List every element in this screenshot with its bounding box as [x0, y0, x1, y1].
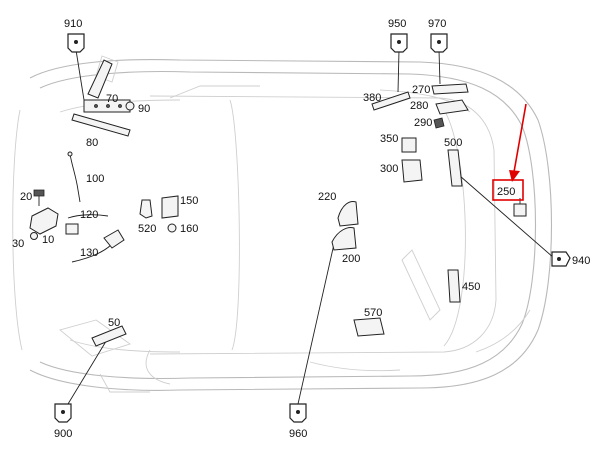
tag-900: [54, 403, 72, 423]
part-30: [30, 232, 38, 240]
parts: [29, 59, 527, 347]
callout-910: 910: [64, 18, 82, 30]
part-350: [401, 137, 417, 153]
callout-20: 20: [20, 191, 32, 203]
callout-10: 10: [42, 234, 54, 246]
part-280: [435, 99, 469, 115]
callout-90: 90: [138, 103, 150, 115]
callout-500: 500: [444, 137, 462, 149]
tag-910: [67, 33, 85, 53]
callout-900: 900: [54, 428, 72, 440]
leader-lines: [67, 49, 555, 405]
callout-280: 280: [410, 100, 428, 112]
tag-940: [551, 251, 571, 267]
part-50: [91, 325, 127, 347]
part-120-plug: [65, 223, 79, 235]
callout-250: 250: [497, 186, 515, 198]
callout-130: 130: [80, 247, 98, 259]
part-570: [353, 317, 385, 337]
part-90: [125, 101, 135, 111]
part-10: [29, 207, 59, 235]
part-200: [331, 227, 357, 251]
part-150: [161, 195, 179, 219]
callout-70: 70: [106, 93, 118, 105]
callout-50: 50: [108, 317, 120, 329]
callout-200: 200: [342, 253, 360, 265]
connector-tags: [54, 33, 571, 423]
part-500: [447, 149, 463, 187]
callout-960: 960: [289, 428, 307, 440]
callout-120: 120: [80, 209, 98, 221]
callout-290: 290: [414, 117, 432, 129]
part-160: [167, 223, 177, 233]
callout-570: 570: [364, 307, 382, 319]
callout-80: 80: [86, 137, 98, 149]
callout-30: 30: [12, 238, 24, 250]
callout-labels: 910 950 970 70 90 80 380 270 280 290 350…: [12, 18, 590, 440]
part-20: [33, 189, 45, 197]
callout-350: 350: [380, 133, 398, 145]
callout-950: 950: [388, 18, 406, 30]
highlight-arrow: [513, 103, 527, 173]
callout-270: 270: [412, 84, 430, 96]
part-sunvisor-bracket: [87, 59, 113, 99]
callout-220: 220: [318, 191, 336, 203]
part-300: [401, 159, 423, 183]
callout-160: 160: [180, 223, 198, 235]
part-270: [431, 83, 469, 95]
tag-970: [430, 33, 448, 53]
callout-450: 450: [462, 281, 480, 293]
callout-940: 940: [572, 255, 590, 267]
highlight-250: [492, 103, 527, 201]
part-80: [71, 113, 131, 137]
callout-970: 970: [428, 18, 446, 30]
part-450: [447, 269, 461, 303]
tag-950: [390, 33, 408, 53]
part-520: [139, 199, 153, 219]
callout-100: 100: [86, 173, 104, 185]
highlight-arrowhead: [509, 170, 520, 182]
callout-380: 380: [363, 92, 381, 104]
part-290: [433, 117, 445, 129]
callout-300: 300: [380, 163, 398, 175]
tag-960: [289, 403, 307, 423]
part-120: [67, 214, 109, 219]
callout-520: 520: [138, 223, 156, 235]
part-250: [513, 203, 527, 217]
callout-150: 150: [180, 195, 198, 207]
part-100: [69, 153, 81, 203]
part-220: [337, 201, 359, 227]
highlight-box: [492, 179, 524, 201]
part-380: [371, 91, 411, 111]
